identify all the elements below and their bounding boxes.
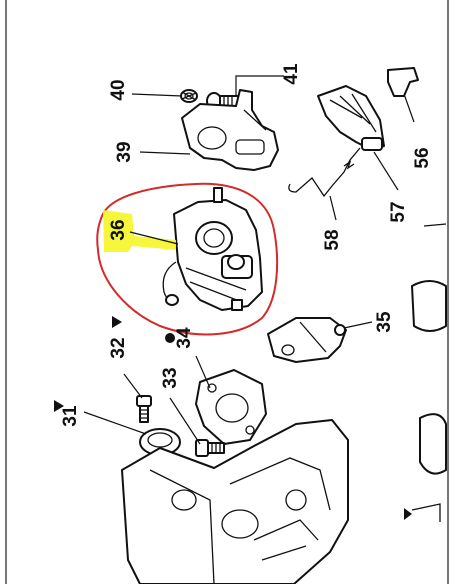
part-57-lever-block (317, 85, 385, 151)
leader-58 (329, 195, 337, 221)
leader-39 (139, 151, 191, 155)
callout-40: 40 (108, 79, 129, 100)
callout-41: 41 (281, 63, 302, 85)
part-58-spring-wire (288, 147, 361, 198)
leader-33 (169, 397, 201, 445)
leader-56 (403, 93, 415, 123)
callout-32: 32 (108, 337, 129, 358)
leader-35 (343, 321, 373, 329)
callout-58: 58 (322, 229, 343, 250)
edge-parts-right (411, 223, 447, 522)
callout-36-highlight (103, 210, 176, 252)
leader-41 (235, 75, 284, 96)
leader-36 (129, 231, 179, 245)
leader-57 (373, 151, 399, 191)
callout-33: 33 (160, 367, 181, 388)
part-40-washer (180, 89, 198, 103)
callout-36: 36 (108, 219, 129, 240)
dot-marker-34 (165, 333, 175, 343)
part-34-gasket (195, 369, 267, 445)
part-36-carburetor (162, 187, 263, 311)
callout-56: 56 (412, 147, 433, 168)
part-39-bracket (181, 89, 279, 171)
callout-34: 34 (174, 327, 195, 349)
leader-32 (123, 373, 143, 399)
triangle-marker-32 (112, 316, 122, 328)
callout-35: 35 (374, 311, 395, 333)
triangle-marker-edge (404, 508, 412, 520)
part-33-bolt (195, 439, 225, 457)
callout-31: 31 (60, 405, 81, 427)
part-56-pin (387, 67, 419, 97)
triangle-marker-31 (54, 400, 64, 412)
callout-57: 57 (388, 201, 409, 222)
highlight-circle-outline (96, 182, 279, 336)
part-35-plate (267, 317, 347, 363)
leader-34 (195, 355, 211, 389)
part-32-bolt (136, 395, 152, 423)
callout-39: 39 (114, 141, 135, 162)
leader-31 (83, 411, 147, 435)
leader-40 (131, 93, 183, 97)
crankcase-housing (121, 419, 349, 584)
